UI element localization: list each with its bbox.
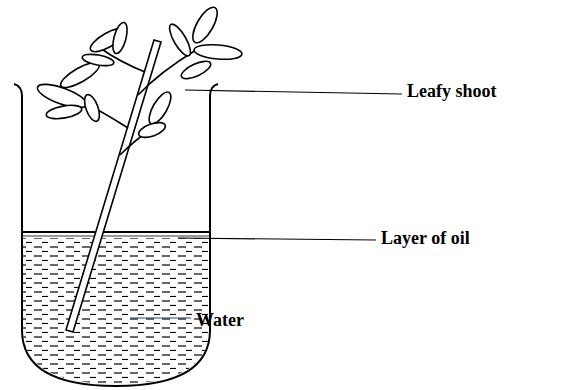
part-label: Layer of oil [381, 229, 470, 249]
oil-layer [22, 236, 210, 237]
part-label: Water [196, 311, 244, 331]
oil-surface [22, 231, 210, 233]
test-tube [14, 84, 218, 386]
leafy-shoot [35, 4, 243, 332]
leader-lines [130, 90, 402, 318]
part-label: Leafy shoot [407, 82, 497, 102]
water-hatching [20, 238, 212, 388]
